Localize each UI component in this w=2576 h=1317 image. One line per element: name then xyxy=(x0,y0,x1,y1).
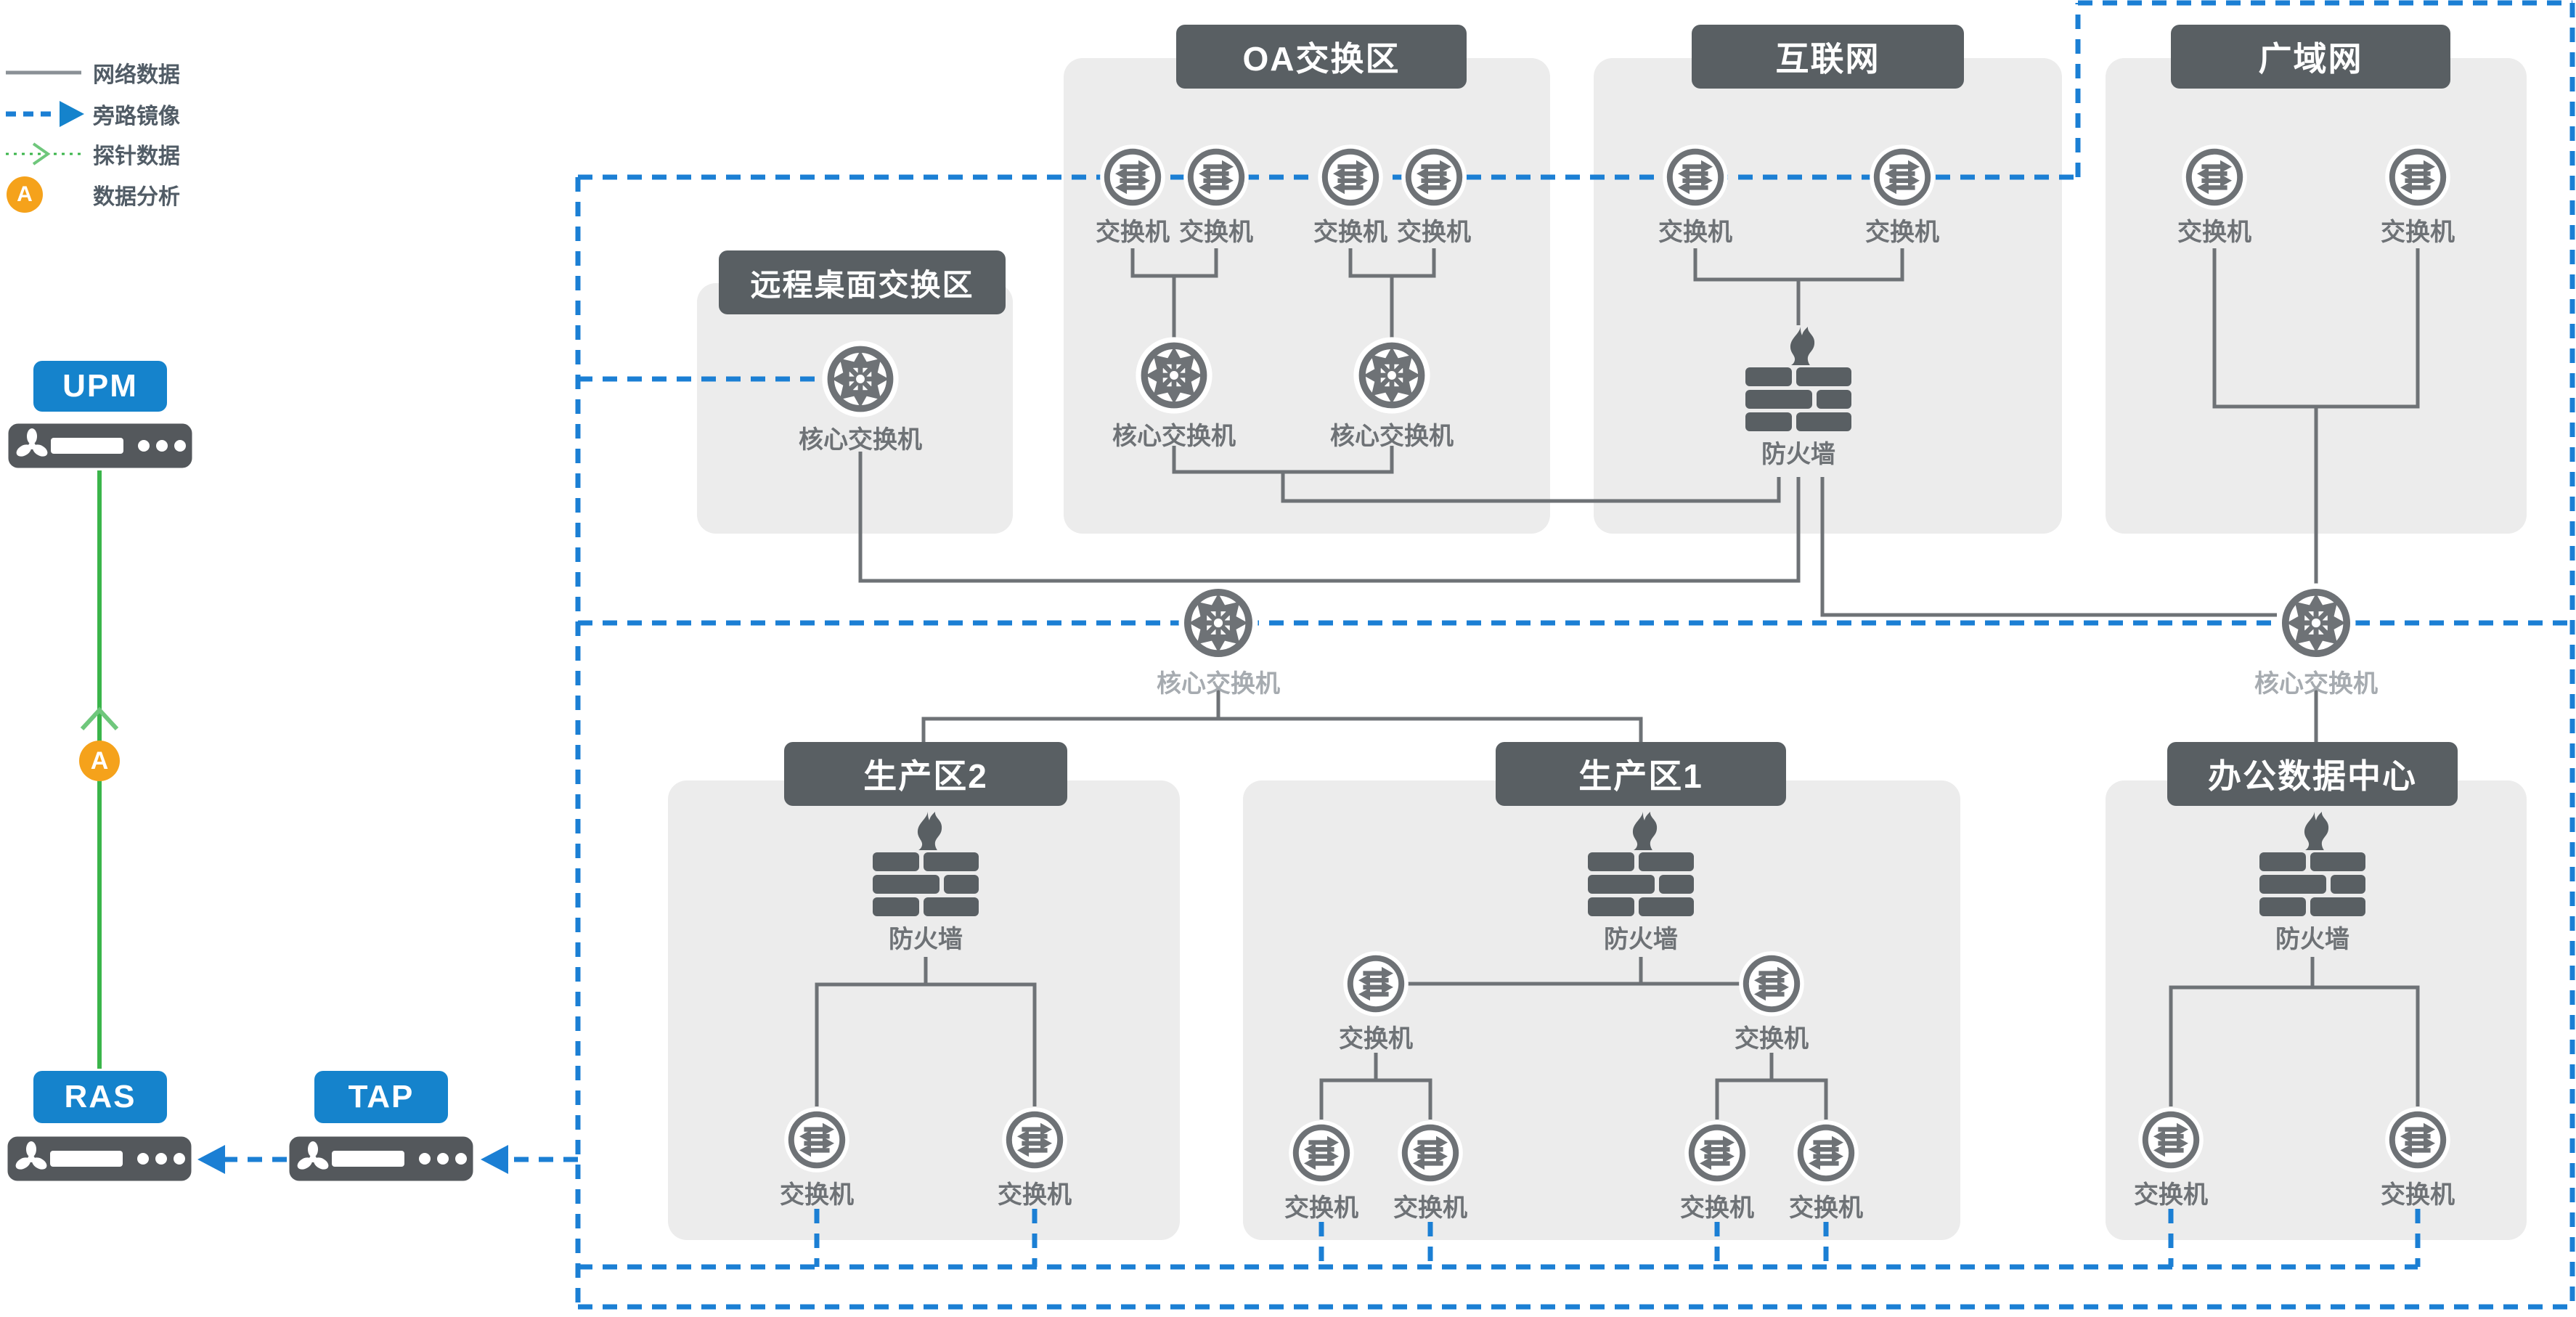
arrow-to-tap xyxy=(481,1145,508,1174)
switch-icon xyxy=(1098,142,1167,212)
legend-analysis-icon: A xyxy=(7,176,43,213)
zone-title-prod1: 生产区1 xyxy=(1496,742,1786,806)
zone-title-internet: 互联网 xyxy=(1692,25,1964,89)
switch-icon xyxy=(2383,1105,2453,1175)
tap-badge: TAP xyxy=(314,1071,448,1123)
ras-badge: RAS xyxy=(33,1071,167,1123)
zone-title-wan: 广域网 xyxy=(2171,25,2450,89)
zone-title-oa: OA交换区 xyxy=(1176,25,1467,89)
ras-appliance-icon xyxy=(5,1134,194,1183)
firewall-icon xyxy=(871,810,980,918)
legend-item-network-data: 网络数据 xyxy=(93,63,180,87)
switch-icon xyxy=(1660,142,1730,212)
zone-title-prod2: 生产区2 xyxy=(784,742,1067,806)
switch-icon xyxy=(1287,1118,1356,1188)
switch-icon xyxy=(2136,1105,2206,1175)
switch-icon xyxy=(1682,1118,1752,1188)
switch-icon xyxy=(1395,1118,1465,1188)
core-switch-icon xyxy=(820,338,901,420)
zone-panel-oa xyxy=(1064,58,1550,534)
core-switch-icon xyxy=(2274,581,2358,665)
switch-icon xyxy=(1791,1118,1861,1188)
switch-icon xyxy=(782,1105,852,1175)
zone-title-remote-desktop: 远程桌面交换区 xyxy=(719,250,1006,314)
legend-item-probe-data: 探针数据 xyxy=(93,144,180,168)
switch-icon xyxy=(2383,142,2453,212)
upm-appliance-icon xyxy=(6,421,195,470)
firewall-icon xyxy=(1586,810,1695,918)
switch-icon xyxy=(1181,142,1251,212)
zone-panel-internet xyxy=(1594,58,2062,534)
core-switch-icon xyxy=(1176,581,1260,665)
switch-icon xyxy=(1399,142,1469,212)
switch-icon xyxy=(1867,142,1937,212)
switch-icon xyxy=(1737,949,1806,1019)
legend-glyphs xyxy=(6,70,84,166)
analysis-marker: A xyxy=(79,741,120,781)
firewall-icon xyxy=(2258,810,2367,918)
probe-arrow-up xyxy=(80,706,119,731)
switch-icon xyxy=(1341,949,1411,1019)
switch-icon xyxy=(1000,1105,1069,1175)
firewall-icon xyxy=(1744,325,1853,433)
arrow-to-ras xyxy=(197,1145,225,1174)
tap-appliance-icon xyxy=(287,1134,476,1183)
switch-icon xyxy=(1316,142,1385,212)
legend-item-bypass-mirror: 旁路镜像 xyxy=(93,105,180,129)
legend-item-data-analysis: 数据分析 xyxy=(93,185,180,209)
legend-probe-arrow xyxy=(32,142,51,166)
switch-icon xyxy=(2180,142,2249,212)
legend-mirror-arrow xyxy=(60,101,84,127)
upm-badge: UPM xyxy=(33,361,167,412)
core-switch-icon xyxy=(1133,335,1215,416)
core-switch-icon xyxy=(1351,335,1432,416)
zone-title-office-dc: 办公数据中心 xyxy=(2167,742,2458,806)
